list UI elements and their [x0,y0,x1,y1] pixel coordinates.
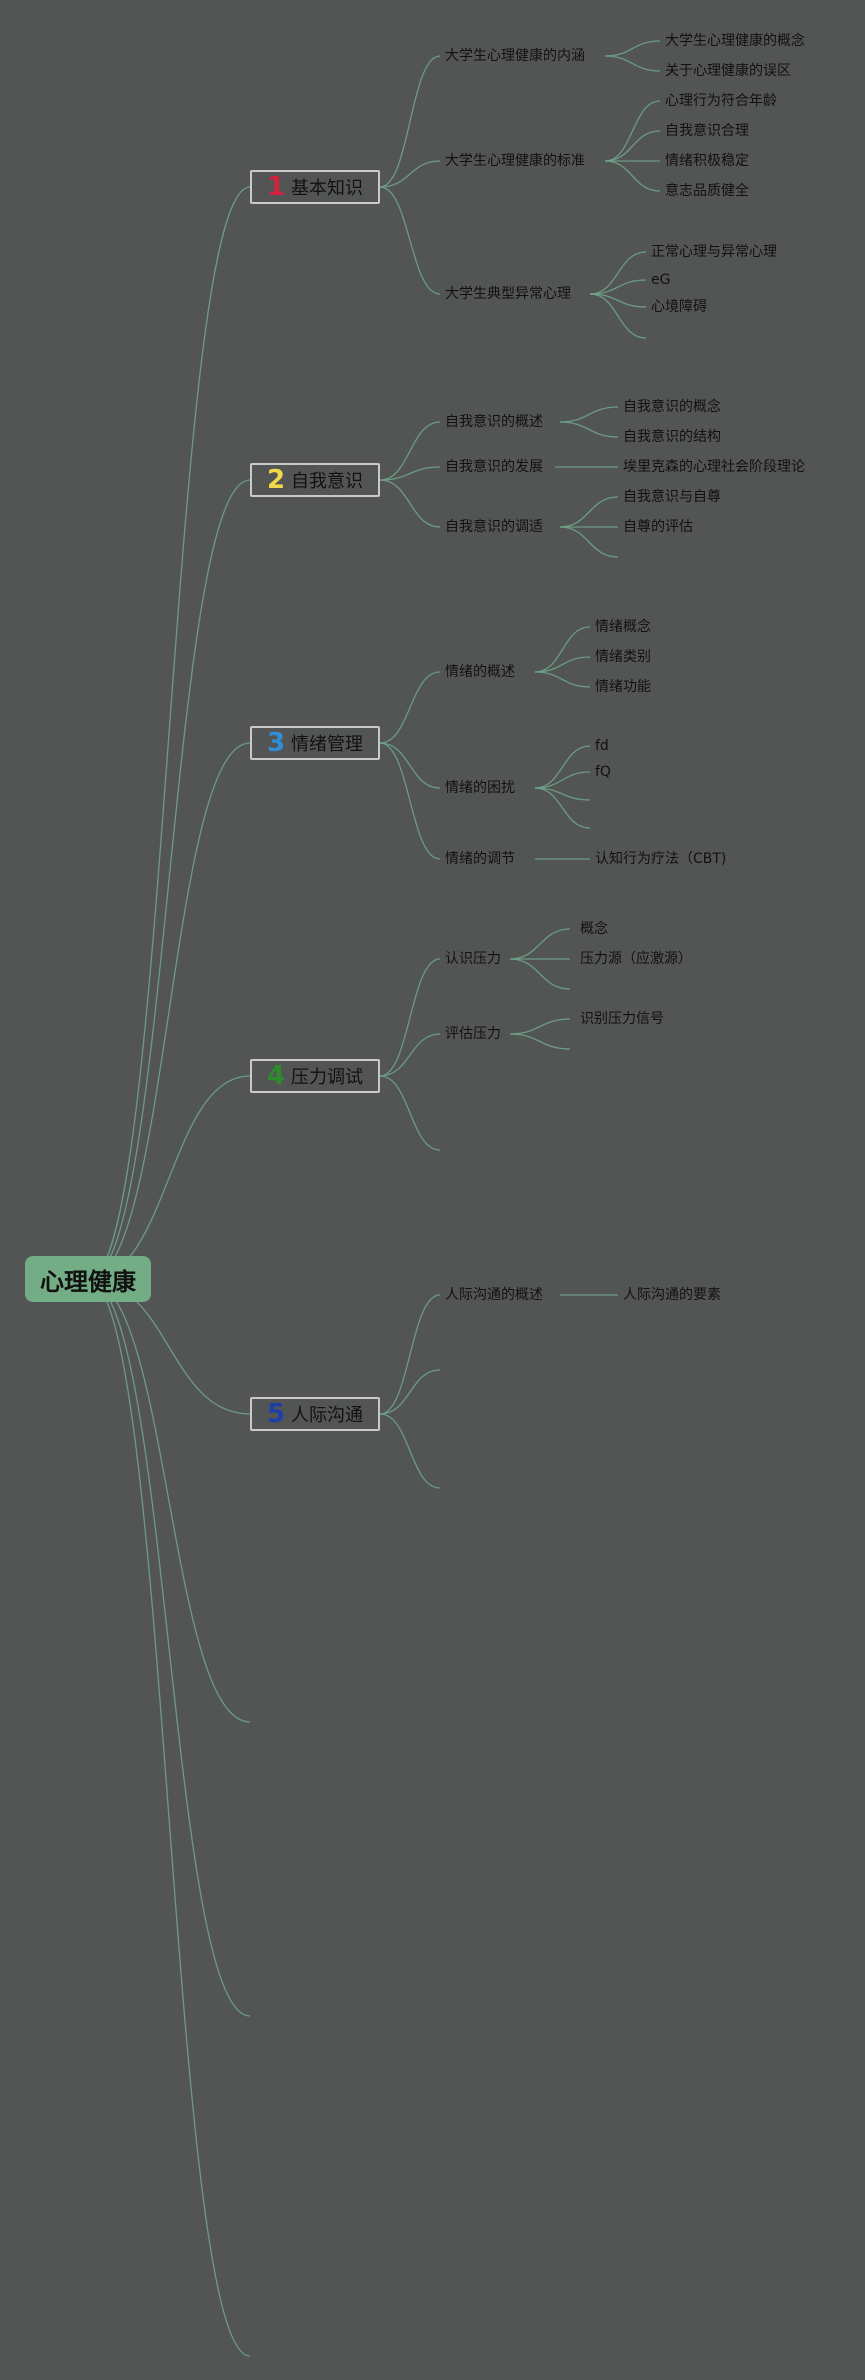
leaf-node[interactable]: eG [651,272,671,288]
leaf-node[interactable]: 情绪积极稳定 [665,153,749,169]
category-label: 基本知识 [291,178,364,199]
leaf-node[interactable]: 自我意识合理 [665,123,749,139]
leaf-link [534,626,591,673]
category-label: 情绪管理 [291,734,364,755]
subtopic-node[interactable]: 人际沟通的概述 [445,1287,543,1303]
leaf-link [559,496,619,528]
category-link [379,160,441,188]
category-label: 压力调试 [291,1067,364,1088]
leaf-node[interactable]: 心理行为符合年龄 [665,93,777,109]
subtopic-node[interactable]: 自我意识的发展 [445,459,543,475]
subtopic-node[interactable]: 大学生心理健康的标准 [445,153,585,169]
category-link [379,958,441,1077]
leaf-node[interactable]: 人际沟通的要素 [623,1287,721,1303]
category-link [379,1075,441,1151]
leaf-link [534,787,591,829]
leaf-node[interactable]: 意志品质健全 [665,183,749,199]
leaf-link [589,251,647,295]
leaf-link [509,1033,571,1050]
category-link [379,421,441,481]
leaf-link [509,1018,571,1035]
category-number: 3 [266,728,286,758]
category-link [379,1033,441,1077]
root-link-empty [87,1279,251,2017]
category-node-stress-adjustment[interactable]: 4 压力调试 [250,1059,380,1093]
category-link [379,1294,441,1415]
subtopic-node[interactable]: 自我意识的调适 [445,519,543,535]
leaf-node[interactable]: fd [595,738,609,754]
category-number: 2 [266,465,286,495]
category-number: 4 [266,1061,286,1091]
leaf-link [559,421,619,438]
leaf-link [604,100,661,162]
leaf-link [604,160,661,192]
category-link [379,671,441,744]
leaf-node[interactable]: 压力源（应激源） [580,951,692,967]
leaf-link [559,406,619,423]
leaf-link [509,928,571,960]
leaf-node[interactable]: 关于心理健康的误区 [665,63,791,79]
leaf-link [604,40,661,57]
category-number: 1 [266,172,286,202]
leaf-link [509,958,571,990]
leaf-link [534,671,591,688]
root-node[interactable]: 心理健康 [25,1256,151,1302]
subtopic-node[interactable]: 评估压力 [445,1026,501,1042]
category-link [379,186,441,295]
root-link [87,186,251,1281]
subtopic-node[interactable]: 情绪的困扰 [445,780,515,796]
leaf-node[interactable]: 自我意识与自尊 [623,489,721,505]
subtopic-node[interactable]: 自我意识的概述 [445,414,543,430]
leaf-node[interactable]: 情绪类别 [595,649,651,665]
category-node-emotion-management[interactable]: 3 情绪管理 [250,726,380,760]
category-node-basic-knowledge[interactable]: 1 基本知识 [250,170,380,204]
category-link [379,466,441,481]
category-label: 自我意识 [291,471,364,492]
category-node-interpersonal-communication[interactable]: 5 人际沟通 [250,1397,380,1431]
leaf-link [589,293,647,339]
leaf-link [534,771,591,789]
subtopic-node[interactable]: 认识压力 [445,951,501,967]
leaf-link [604,130,661,162]
leaf-node[interactable]: 识别压力信号 [580,1011,664,1027]
leaf-link [534,745,591,789]
leaf-node[interactable]: 自我意识的概念 [623,399,721,415]
leaf-node[interactable]: 正常心理与异常心理 [651,244,777,260]
leaf-link [559,526,619,558]
root-link-empty [87,1279,251,1723]
category-link [379,479,441,528]
category-label: 人际沟通 [291,1405,364,1426]
leaf-link [604,55,661,72]
category-link [379,742,441,789]
root-link [87,479,251,1281]
leaf-link [534,656,591,673]
leaf-link [589,279,647,295]
subtopic-node[interactable]: 情绪的概述 [445,664,515,680]
subtopic-node[interactable]: 大学生典型异常心理 [445,286,571,302]
leaf-node[interactable]: 大学生心理健康的概念 [665,33,805,49]
subtopic-node[interactable]: 情绪的调节 [445,851,515,867]
leaf-node[interactable]: 自我意识的结构 [623,429,721,445]
category-link [379,1413,441,1489]
category-number: 5 [266,1399,286,1429]
category-node-self-awareness[interactable]: 2 自我意识 [250,463,380,497]
root-link-empty [87,1279,251,2357]
leaf-node[interactable]: fQ [595,764,611,780]
root-link [87,742,251,1281]
leaf-node[interactable]: 自尊的评估 [623,519,693,535]
category-link [379,1369,441,1415]
subtopic-node[interactable]: 大学生心理健康的内涵 [445,48,585,64]
leaf-node[interactable]: 埃里克森的心理社会阶段理论 [623,459,805,475]
leaf-node[interactable]: 情绪概念 [595,619,651,635]
leaf-node[interactable]: 心境障碍 [651,299,707,315]
root-link [87,1075,251,1281]
category-link [379,55,441,188]
category-link [379,742,441,860]
leaf-node[interactable]: 认知行为疗法（CBT) [595,851,727,867]
leaf-node[interactable]: 概念 [580,921,608,937]
leaf-node[interactable]: 情绪功能 [595,679,651,695]
